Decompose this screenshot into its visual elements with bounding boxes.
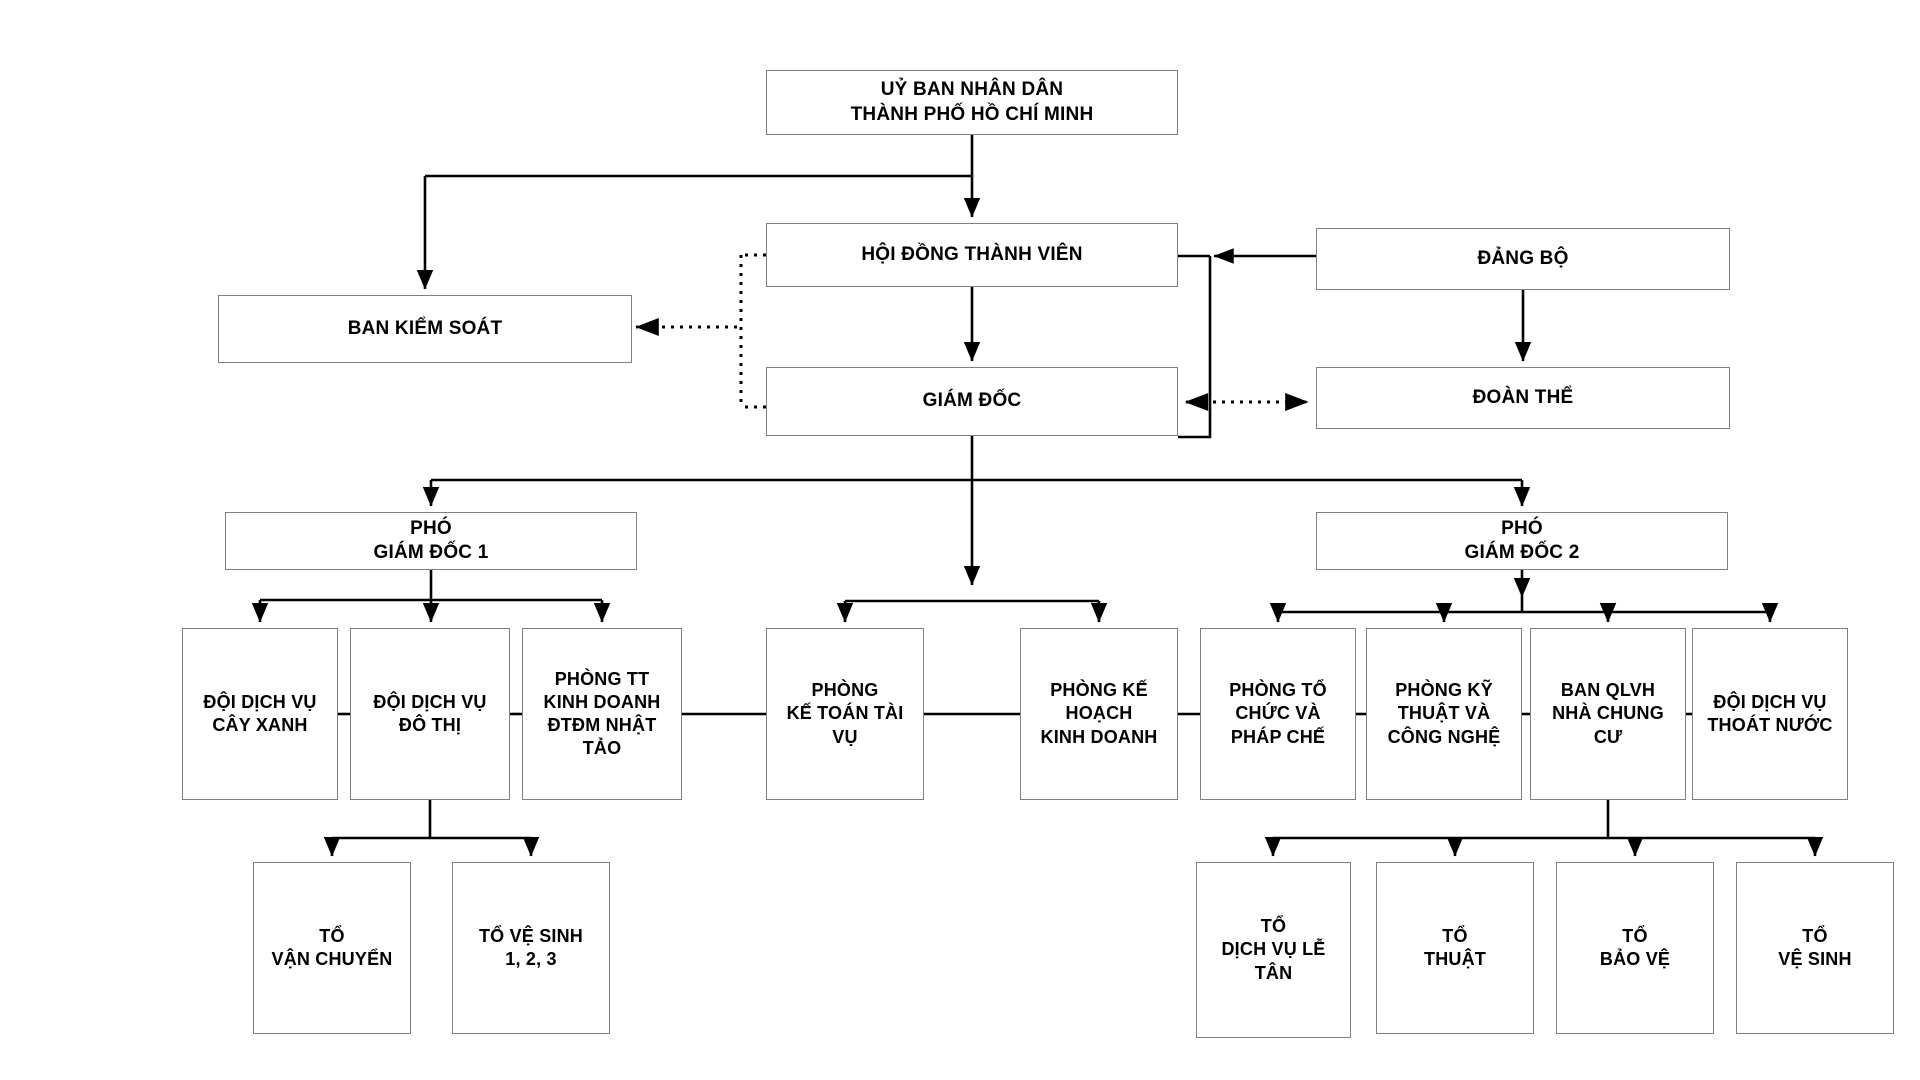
node-ketoan[interactable]: PHÒNG KẾ TOÁN TÀI VỤ: [766, 628, 924, 800]
node-bks[interactable]: BAN KIỂM SOÁT: [218, 295, 632, 363]
node-kehoach[interactable]: PHÒNG KẾ HOẠCH KINH DOANH: [1020, 628, 1178, 800]
node-tochuc[interactable]: PHÒNG TỔ CHỨC VÀ PHÁP CHẾ: [1200, 628, 1356, 800]
node-dv-dothi[interactable]: ĐỘI DỊCH VỤ ĐÔ THỊ: [350, 628, 510, 800]
wire-right-spine: [1178, 256, 1212, 439]
node-to-vanchuyen[interactable]: TỔ VẬN CHUYỂN: [253, 862, 411, 1034]
node-tt-nhattao[interactable]: PHÒNG TT KINH DOANH ĐTĐM NHẬT TẢO: [522, 628, 682, 800]
node-dv-cayxanh[interactable]: ĐỘI DỊCH VỤ CÂY XANH: [182, 628, 338, 800]
node-giamdoc[interactable]: GIÁM ĐỐC: [766, 367, 1178, 436]
node-doanthe[interactable]: ĐOÀN THỂ: [1316, 367, 1730, 429]
node-to-letan[interactable]: TỔ DỊCH VỤ LỄ TÂN: [1196, 862, 1351, 1038]
node-qlvh[interactable]: BAN QLVH NHÀ CHUNG CƯ: [1530, 628, 1686, 800]
node-thoatnuoc[interactable]: ĐỘI DỊCH VỤ THOÁT NƯỚC: [1692, 628, 1848, 800]
node-hdtv[interactable]: HỘI ĐỒNG THÀNH VIÊN: [766, 223, 1178, 287]
node-to-vesinh123[interactable]: TỔ VỆ SINH 1, 2, 3: [452, 862, 610, 1034]
node-to-thuat[interactable]: TỔ THUẬT: [1376, 862, 1534, 1034]
node-dangbo[interactable]: ĐẢNG BỘ: [1316, 228, 1730, 290]
node-pgd1[interactable]: PHÓ GIÁM ĐỐC 1: [225, 512, 637, 570]
node-to-vesinh[interactable]: TỔ VỆ SINH: [1736, 862, 1894, 1034]
node-ubnd[interactable]: UỶ BAN NHÂN DÂN THÀNH PHỐ HỒ CHÍ MINH: [766, 70, 1178, 135]
node-pgd2[interactable]: PHÓ GIÁM ĐỐC 2: [1316, 512, 1728, 570]
node-to-baove[interactable]: TỔ BẢO VỆ: [1556, 862, 1714, 1034]
node-kythuat[interactable]: PHÒNG KỸ THUẬT VÀ CÔNG NGHỆ: [1366, 628, 1522, 800]
